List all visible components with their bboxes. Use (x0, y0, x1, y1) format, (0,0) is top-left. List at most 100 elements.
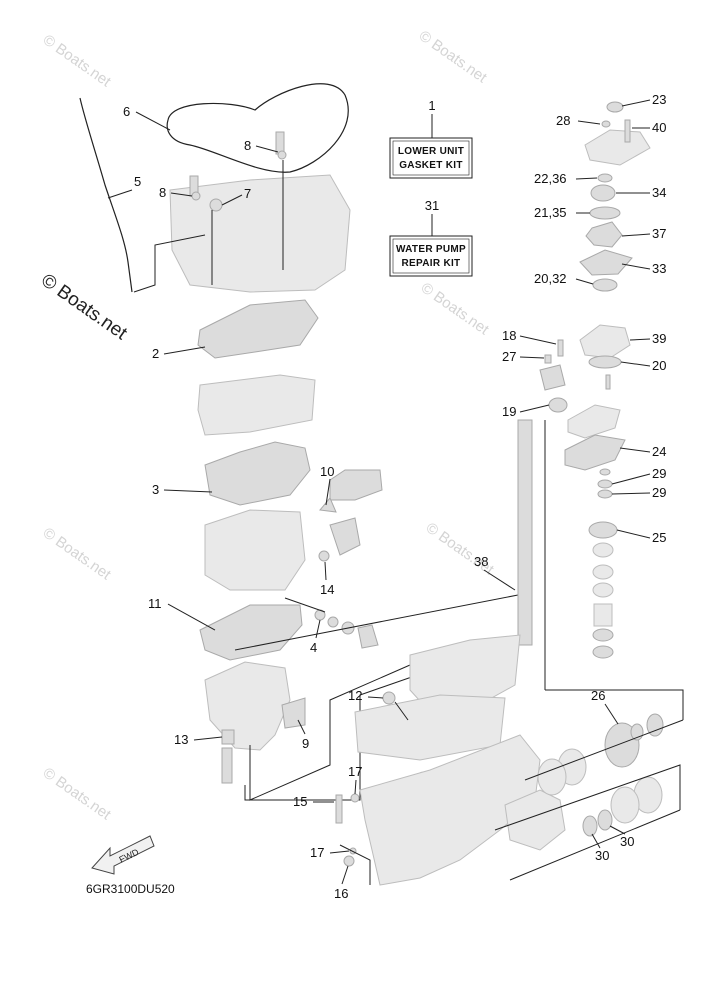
callout-16: 16 (334, 886, 348, 901)
callout-37: 37 (652, 226, 666, 241)
o-ring-part[interactable] (588, 355, 622, 369)
mount-housing-part[interactable] (204, 661, 291, 751)
callout-kit-number: 31 (425, 198, 439, 213)
grommet-part[interactable] (382, 691, 396, 705)
drain-plug-part[interactable] (221, 729, 235, 745)
callout-4: 4 (310, 640, 317, 655)
bearing-part[interactable] (610, 786, 640, 824)
callout-40: 40 (652, 120, 666, 135)
callout-5: 5 (134, 174, 141, 189)
o-ring-part[interactable] (597, 173, 613, 183)
exhaust-housing-part[interactable] (204, 509, 306, 591)
impeller-part[interactable] (585, 221, 623, 248)
callout-25: 25 (652, 530, 666, 545)
grommet-part[interactable] (606, 101, 624, 113)
seal-part[interactable] (646, 713, 664, 737)
seal-part[interactable] (597, 809, 613, 831)
o-ring-part[interactable] (604, 722, 640, 768)
callout-9: 9 (302, 736, 309, 751)
propeller-shaft-housing-part[interactable] (504, 789, 566, 851)
oil-seal-part[interactable] (597, 489, 613, 499)
dowel-pin-part[interactable] (557, 339, 564, 357)
callout-15: 15 (293, 794, 307, 809)
kit-label-line1: LOWER UNIT (398, 146, 464, 157)
shim-part[interactable] (592, 628, 614, 642)
stud-part[interactable] (335, 794, 343, 824)
callout-11: 11 (148, 596, 162, 611)
kit-lower-unit-gasket[interactable]: LOWER UNIT GASKET KIT 1 (389, 98, 473, 179)
water-tube-part[interactable] (517, 419, 533, 646)
callout-2: 2 (152, 346, 159, 361)
o-ring-part[interactable] (588, 521, 618, 539)
watermark: © Boats.net (40, 764, 115, 823)
grommet-part[interactable] (209, 198, 223, 212)
water-pump-group (539, 101, 651, 659)
bolt-part[interactable] (624, 119, 631, 143)
watermark: © Boats.net (418, 279, 493, 338)
bearing-part[interactable] (592, 582, 614, 598)
bracket-part[interactable] (281, 697, 306, 729)
pin-part[interactable] (605, 374, 611, 390)
callout-10: 10 (320, 464, 334, 479)
o-ring-part[interactable] (592, 278, 618, 292)
callout-13: 13 (174, 732, 188, 747)
grommet-part[interactable] (318, 550, 330, 562)
seal-part[interactable] (601, 120, 611, 128)
callout-14: 14 (320, 582, 334, 597)
seal-part[interactable] (582, 815, 598, 837)
plate-part[interactable] (567, 404, 621, 439)
seal-part[interactable] (327, 616, 339, 628)
nut-part[interactable] (343, 855, 355, 867)
callout-24: 24 (652, 444, 666, 459)
bearing-part[interactable] (537, 758, 567, 796)
bearing-part[interactable] (592, 564, 614, 580)
washer-part[interactable] (350, 793, 360, 803)
callout-33: 33 (652, 261, 666, 276)
callout-38: 38 (474, 554, 488, 569)
pipe-part[interactable] (329, 517, 361, 556)
washer-part[interactable] (277, 150, 287, 160)
shift-rod-part[interactable] (79, 97, 133, 293)
stud-part[interactable] (221, 747, 233, 784)
cooling-hose-part[interactable] (166, 83, 349, 173)
gear-case-part[interactable] (359, 734, 541, 886)
gasket-part[interactable] (564, 434, 626, 471)
callout-kit-number: 1 (428, 98, 435, 113)
outer-plate-part[interactable] (579, 249, 633, 276)
gasket-part[interactable] (197, 299, 319, 359)
o-ring-part[interactable] (589, 206, 621, 220)
pump-plate-part[interactable] (579, 324, 631, 359)
seal-part[interactable] (548, 397, 568, 413)
gasket-part[interactable] (204, 441, 311, 506)
pipe-part[interactable] (329, 469, 383, 501)
kit-label-line2: GASKET KIT (399, 160, 463, 171)
seal-part[interactable] (319, 497, 337, 513)
pump-housing-part[interactable] (584, 129, 651, 166)
callout-30a: 30 (620, 834, 634, 849)
callout-17b: 17 (310, 845, 324, 860)
callout-22-36: 22,36 (534, 171, 567, 186)
insert-cartridge-part[interactable] (590, 184, 616, 202)
bearing-part[interactable] (593, 603, 613, 627)
callout-28: 28 (556, 113, 570, 128)
watermark: © Boats.net (416, 27, 491, 86)
seal-part[interactable] (599, 468, 611, 476)
washer-part[interactable] (191, 191, 201, 201)
bracket-part[interactable] (357, 624, 379, 649)
callout-19: 19 (502, 404, 516, 419)
exhaust-guide-part[interactable] (197, 374, 316, 436)
bolt-part[interactable] (544, 354, 552, 364)
water-tube-seal-part[interactable] (539, 364, 566, 391)
callout-3: 3 (152, 482, 159, 497)
bearing-part[interactable] (592, 542, 614, 558)
kit-water-pump-repair[interactable]: WATER PUMP REPAIR KIT 31 (389, 198, 473, 277)
shim-part[interactable] (592, 645, 614, 659)
kit-label-line1: WATER PUMP (396, 244, 466, 255)
callout-8a: 8 (244, 138, 251, 153)
callout-30b: 30 (595, 848, 609, 863)
gasket-part[interactable] (199, 604, 303, 661)
callout-27: 27 (502, 349, 516, 364)
oil-seal-part[interactable] (597, 479, 613, 489)
callout-17a: 17 (348, 764, 362, 779)
